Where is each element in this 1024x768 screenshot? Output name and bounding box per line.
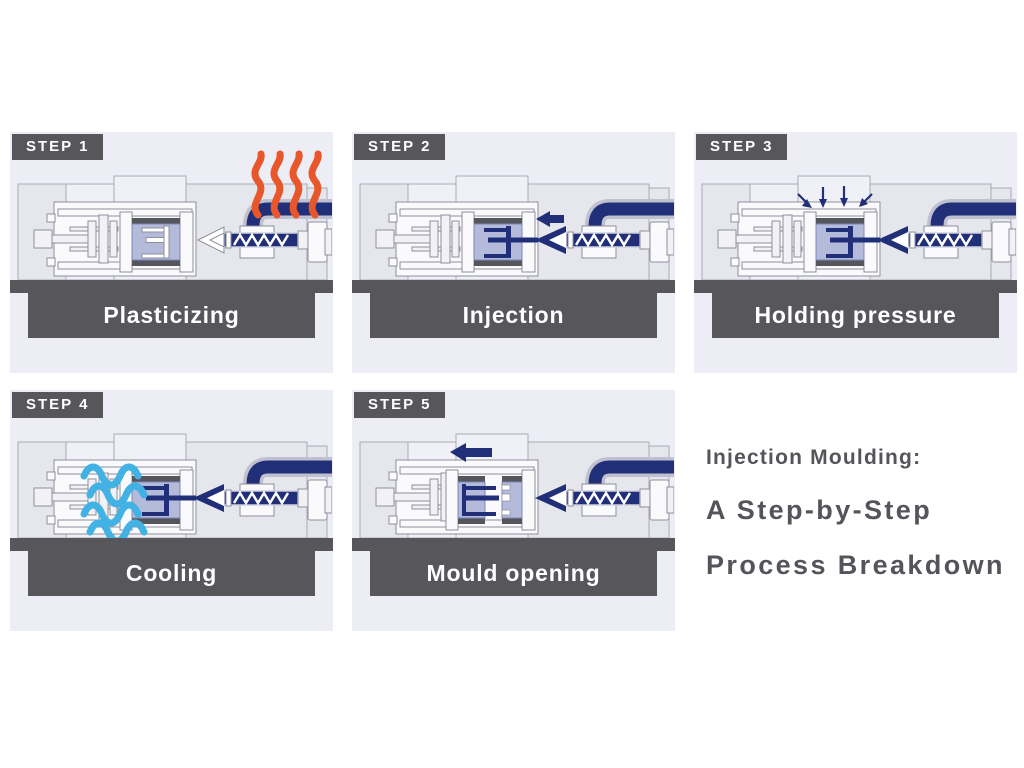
machine-base	[352, 280, 675, 293]
injection-moulding-machine-plasticizing	[10, 150, 332, 282]
machine-base	[10, 280, 333, 293]
step-2-caption: Injection	[370, 293, 657, 338]
infographic-title-line-2: A Step-by-Step	[706, 495, 933, 525]
injection-moulding-machine-holding-pressure	[694, 132, 1016, 282]
step-5-badge: STEP 5	[354, 392, 446, 418]
title-block: Injection Moulding: A Step-by-Step Proce…	[706, 446, 1024, 581]
step-4-badge: STEP 4	[12, 392, 104, 418]
step-1-badge: STEP 1	[12, 134, 104, 160]
step-2-panel: STEP 2 Injection	[352, 132, 675, 373]
infographic-title-line-3: Process Breakdown	[706, 550, 1005, 580]
injection-moulding-machine-injection	[352, 132, 674, 282]
injection-moulding-machine-mould-opening	[352, 390, 674, 540]
injection-moulding-machine-cooling	[10, 390, 332, 540]
arrow-left-icon	[450, 443, 492, 462]
cooling-waves-icon	[80, 463, 148, 540]
step-4-caption: Cooling	[28, 551, 315, 596]
step-3-panel: STEP 3 Holding pressure	[694, 132, 1017, 373]
infographic-heading: Injection Moulding:	[706, 446, 922, 469]
machine-base	[10, 538, 333, 551]
machine-base	[694, 280, 1017, 293]
step-5-caption: Mould opening	[370, 551, 657, 596]
step-5-panel: STEP 5 Mould opening	[352, 390, 675, 631]
step-3-badge: STEP 3	[696, 134, 788, 160]
step-1-caption: Plasticizing	[28, 293, 315, 338]
pressure-arrows-icon	[797, 186, 873, 208]
step-4-panel: STEP 4 Cooling	[10, 390, 333, 631]
machine-base	[352, 538, 675, 551]
heat-waves-icon	[251, 150, 322, 219]
arrow-left-icon	[536, 211, 564, 227]
step-3-caption: Holding pressure	[712, 293, 999, 338]
step-2-badge: STEP 2	[354, 134, 446, 160]
step-1-panel: STEP 1 Plasticizing	[10, 132, 333, 373]
